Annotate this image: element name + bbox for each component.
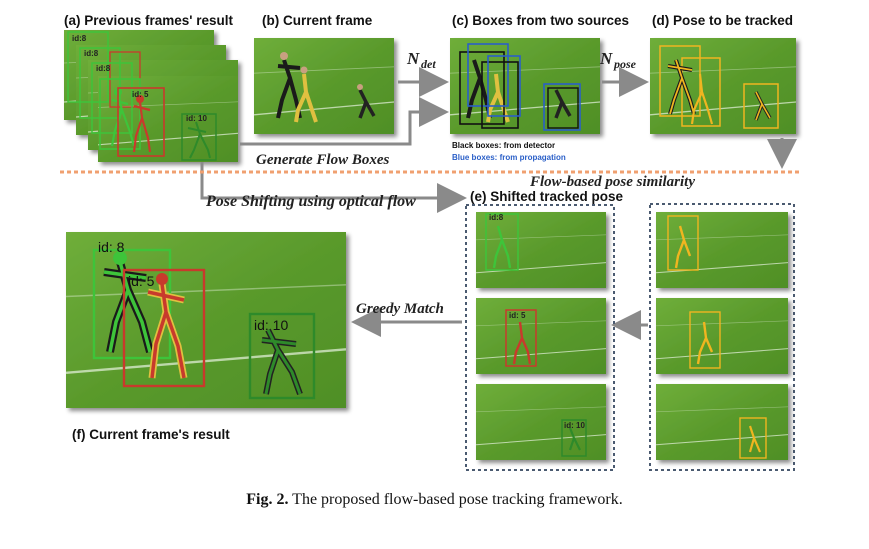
top-arrows xyxy=(200,67,797,340)
f-id10-label: id: 10 xyxy=(254,317,288,333)
legend-black: Black boxes: from detector xyxy=(452,141,555,150)
panel-d-frame xyxy=(650,38,796,134)
panel-e-title: (e) Shifted tracked pose xyxy=(470,189,624,204)
n-det-label: N xyxy=(406,49,420,68)
n-det-sub: det xyxy=(421,57,436,71)
prev-id5-label: id: 5 xyxy=(132,90,149,99)
generate-flow-label: Generate Flow Boxes xyxy=(256,152,389,168)
prev-id-label: id:8 xyxy=(84,49,99,58)
f-id8-label: id: 8 xyxy=(98,239,125,255)
n-pose-label: N xyxy=(599,49,613,68)
legend-blue: Blue boxes: from propagation xyxy=(452,153,566,162)
panel-d-title: (d) Pose to be tracked xyxy=(652,13,793,28)
pose-shifting-label: Pose Shifting using optical flow xyxy=(205,193,416,210)
e-id8: id:8 xyxy=(489,213,504,222)
caption-label: Fig. 2. xyxy=(246,491,289,508)
n-pose-sub: pose xyxy=(613,57,637,71)
prev-id-label: id:8 xyxy=(96,64,111,73)
figure-caption: Fig. 2. The proposed flow-based pose tra… xyxy=(0,491,869,509)
prev-id-label: id:8 xyxy=(72,34,87,43)
greedy-match-label: Greedy Match xyxy=(356,301,444,317)
panel-f-title: (f) Current frame's result xyxy=(72,427,230,442)
panel-a-frames: id:8 id:8 id:8 id: 5 id: 10 xyxy=(64,30,238,162)
panel-e-frames: id:8 id: 5 id: 10 xyxy=(476,212,606,460)
panel-d2-border xyxy=(649,203,795,471)
e-id5: id: 5 xyxy=(509,311,526,320)
e-id10: id: 10 xyxy=(564,421,585,430)
panel-e-border xyxy=(465,204,615,471)
panel-f-frame: id: 8 id: 5 id: 10 xyxy=(66,232,346,408)
panel-d2-frames xyxy=(656,212,788,460)
flow-similarity-label: Flow-based pose similarity xyxy=(529,174,695,190)
caption-text: The proposed flow-based pose tracking fr… xyxy=(288,491,623,508)
panel-c-frame: Black boxes: from detector Blue boxes: f… xyxy=(450,38,600,162)
panel-b-frame xyxy=(254,38,394,134)
panel-a-title: (a) Previous frames' result xyxy=(64,13,234,28)
prev-id10-label: id: 10 xyxy=(186,114,207,123)
f-id5-label: id: 5 xyxy=(128,273,155,289)
panel-b-title: (b) Current frame xyxy=(262,13,373,28)
panel-c-title: (c) Boxes from two sources xyxy=(452,13,629,28)
